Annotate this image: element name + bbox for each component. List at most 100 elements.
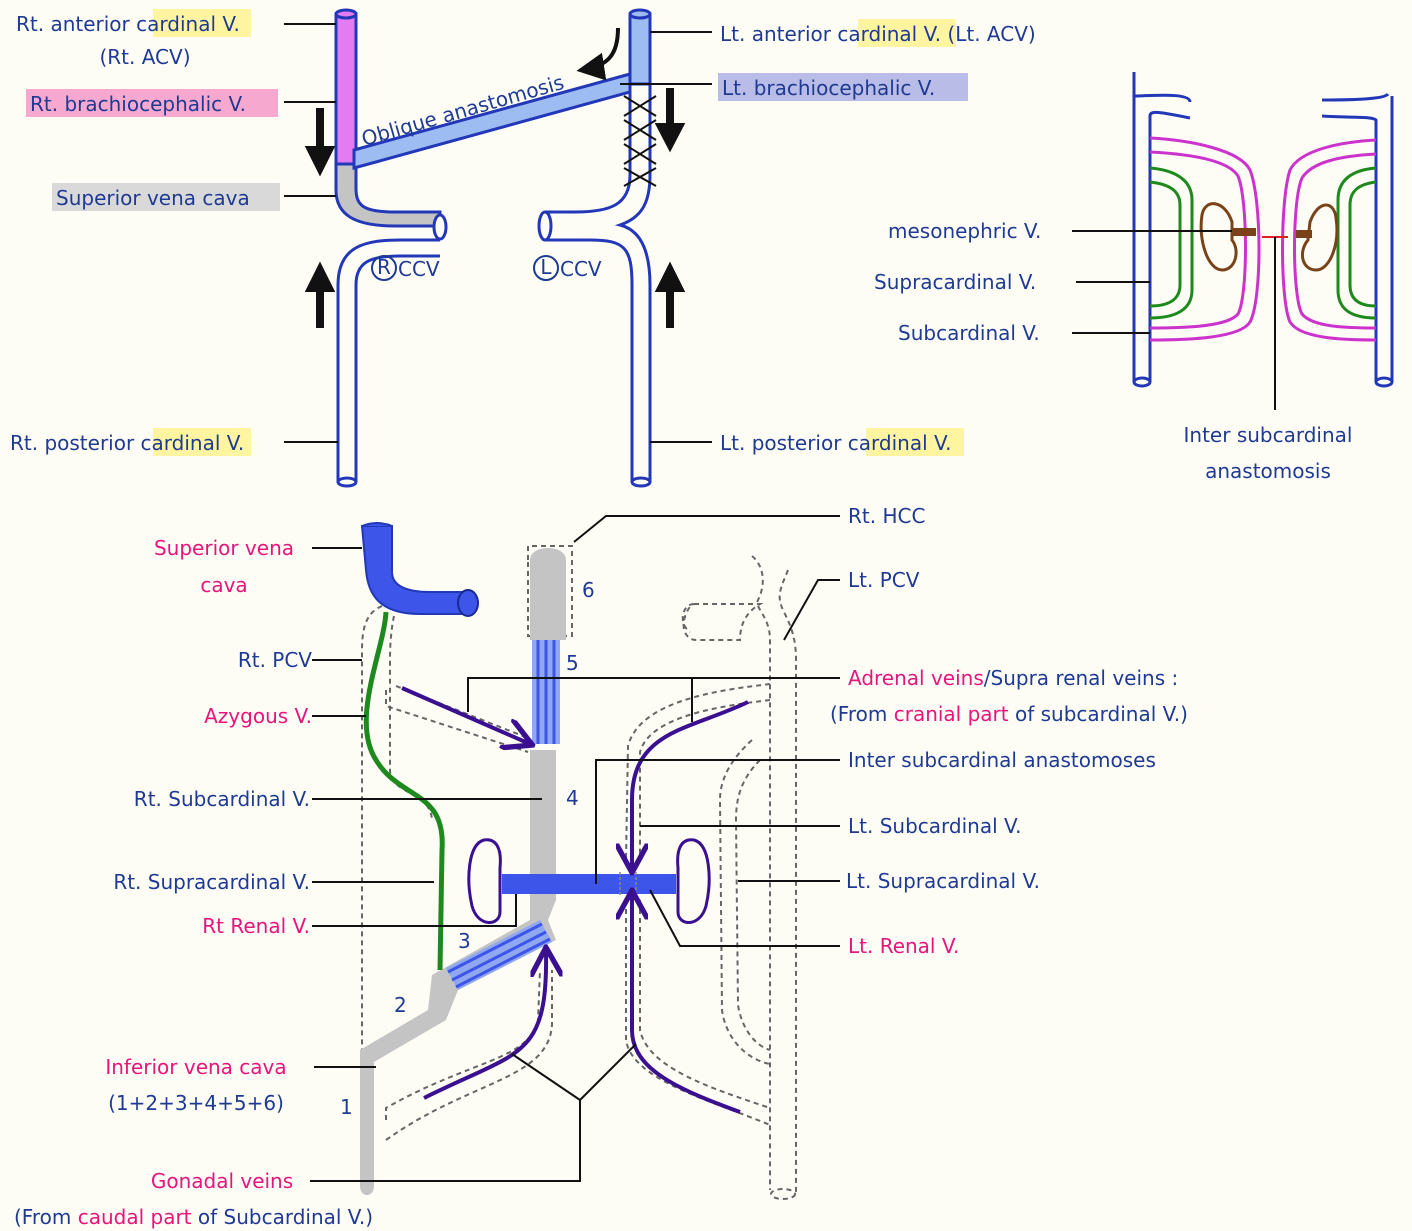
highlight-lt-brachiocephalic (718, 73, 968, 101)
highlight-svc (52, 183, 280, 211)
ivc-segment-4 (530, 750, 556, 920)
cardinal-veins-figure: Rt. anterior cardinal V. (Rt. ACV) Rt. b… (10, 8, 1036, 488)
svc-label-1: Superior vena (154, 536, 294, 560)
segment-number-3: 3 (458, 929, 471, 953)
supracardinal-label: Supracardinal V. (874, 270, 1036, 294)
lt-adrenal-subcardinal (632, 700, 749, 870)
lt-acv-top-cap (628, 8, 652, 20)
rt-renal-label: Rt Renal V. (202, 914, 310, 938)
rt-kidney (467, 838, 502, 924)
oblique-anastomosis (352, 72, 632, 170)
svc-label-2: cava (200, 573, 247, 597)
right-supracardinal (1336, 166, 1377, 320)
highlight-cardinal-2 (153, 428, 251, 456)
ivc-label-1: Inferior vena cava (105, 1055, 286, 1079)
rt-pcv-label: Rt. PCV (238, 648, 312, 672)
subcardinal-label: Subcardinal V. (898, 321, 1040, 345)
rt-acv-abbrev: (Rt. ACV) (99, 45, 190, 69)
lccv-opening (537, 210, 553, 242)
lt-supracardinal-outline (718, 739, 771, 1065)
rt-posterior-cardinal-vein (336, 238, 440, 482)
ivc-label-2: (1+2+3+4+5+6) (108, 1091, 284, 1115)
rccv-label: CCV (398, 257, 440, 281)
lccv-label: CCV (560, 257, 602, 281)
highlight-rt-brachiocephalic (26, 89, 278, 117)
rt-pcv-bottom-cap (336, 476, 358, 488)
lt-renal-label: Lt. Renal V. (848, 934, 959, 958)
lt-pcv-label: Lt. PCV (848, 568, 920, 592)
gonadal-outline-right (385, 969, 553, 1141)
rt-supracardinal-label: Rt. Supracardinal V. (113, 870, 310, 894)
svc-tube (360, 525, 469, 615)
down-arrow-left (654, 88, 686, 153)
lt-acv (628, 12, 652, 86)
segment-number-5: 5 (566, 651, 579, 675)
up-arrow-right (304, 261, 336, 328)
lccv-circle-letter: L (540, 255, 552, 279)
gonadal-label-2: (From caudal part of Subcardinal V.) (14, 1205, 373, 1229)
segment-number-2: 2 (394, 993, 407, 1017)
curved-arrow-left (576, 27, 620, 81)
rccv-opening (432, 213, 448, 241)
lt-pcv-stub (681, 603, 764, 641)
lt-gonadal-vein (632, 893, 741, 1114)
rt-adrenal-vein (401, 686, 530, 744)
azygous-label: Azygous V. (204, 704, 312, 728)
rt-gonadal-vein (423, 950, 546, 1100)
rccv-circle (371, 255, 397, 281)
left-pcv-cap (1132, 376, 1152, 388)
svc-top (361, 522, 393, 527)
right-pcv-cap (1374, 376, 1394, 388)
lt-kidney (676, 838, 711, 924)
rt-subcardinal-outline (385, 685, 529, 753)
left-mesonephric-vein (1232, 228, 1256, 236)
rt-brachiocephalic-label: Rt. brachiocephalic V. (30, 92, 246, 116)
down-arrow-right (304, 108, 336, 177)
lt-pcv-outline (751, 555, 797, 1196)
left-supracardinal (1149, 166, 1194, 320)
ivc-lower-segments (360, 920, 556, 1195)
lt-acv-label: Lt. anterior cardinal V. (Lt. ACV) (720, 22, 1036, 46)
right-mesonephric-vein (1296, 230, 1312, 238)
left-mesonephros (1199, 202, 1238, 272)
gonadal-label-1: Gonadal veins (151, 1169, 293, 1193)
svc-segment (334, 162, 442, 228)
segment-5-stripes (536, 640, 556, 744)
lt-pcv-bottom-cap (630, 476, 652, 488)
segment-number-6: 6 (582, 578, 595, 602)
subcardinal-figure: mesonephric V. Supracardinal V. Subcardi… (874, 72, 1394, 483)
rt-pcv-label: Rt. posterior cardinal V. (10, 431, 244, 455)
lccv-circle (533, 255, 559, 281)
ivc-segment-6 (530, 548, 566, 640)
hcc-outline (527, 545, 573, 637)
left-subcardinal (1149, 136, 1261, 342)
lt-acv-obliterated (545, 84, 652, 482)
rt-hcc-label: Rt. HCC (848, 504, 925, 528)
highlight-cardinal-1 (153, 9, 251, 37)
obliteration-marks (623, 95, 657, 187)
lt-supracardinal-label: Lt. Supracardinal V. (846, 869, 1040, 893)
left-pcv-tube (1132, 72, 1192, 382)
adrenal-label-1: Adrenal veins/Supra renal veins : (848, 666, 1178, 690)
adrenal-label-2: (From cranial part of subcardinal V.) (830, 702, 1188, 726)
gonadal-outline-left (625, 900, 771, 1126)
mesonephric-label: mesonephric V. (888, 219, 1041, 243)
segment-number-4: 4 (566, 786, 579, 810)
inter-subcardinal-label-2: anastomosis (1205, 459, 1331, 483)
up-arrow-left (654, 261, 686, 328)
lt-pcv-label: Lt. posterior cardinal V. (720, 431, 952, 455)
right-pcv-tube (1321, 92, 1394, 382)
right-mesonephros (1300, 203, 1339, 272)
azygous-vein (363, 611, 445, 971)
ivc-development-figure: 1 2 3 4 5 6 Superior vena cava Rt. PCV A… (14, 504, 1188, 1229)
right-subcardinal (1281, 138, 1377, 342)
svc-label: Superior vena cava (56, 186, 250, 210)
rt-acv-label: Rt. anterior cardinal V. (16, 12, 240, 36)
lt-pcv-bottom (770, 1188, 796, 1200)
rt-subcardinal-label: Rt. Subcardinal V. (134, 787, 310, 811)
lt-subcardinal-label: Lt. Subcardinal V. (848, 814, 1021, 838)
lt-brachiocephalic-label: Lt. brachiocephalic V. (722, 76, 935, 100)
highlight-cardinal-3 (858, 19, 956, 47)
segment-number-1: 1 (340, 1095, 353, 1119)
